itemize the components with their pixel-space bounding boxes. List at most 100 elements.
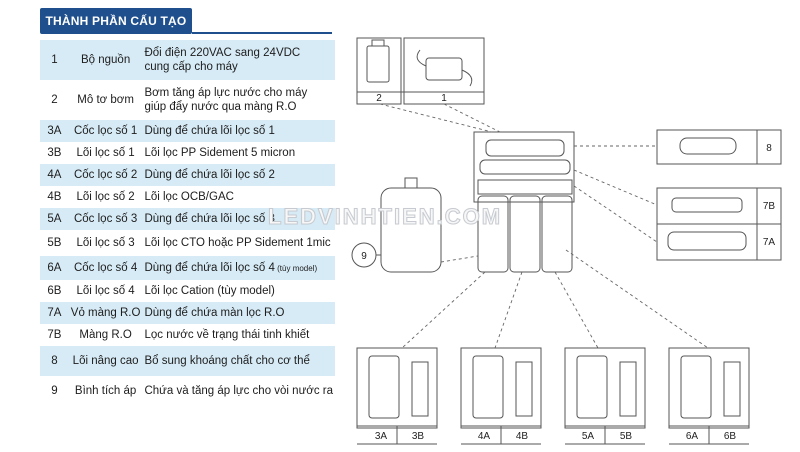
part-name: Bộ nguồn [68, 40, 143, 80]
description-line: Dùng để chứa lõi lọc số 2 [144, 169, 275, 181]
top-housing-icon [485, 139, 565, 157]
motor-top-fitting [371, 39, 385, 47]
part-description: Chứa và tăng áp lực cho vòi nước ra [142, 376, 335, 406]
part-description: Lọc nước về trạng thái tinh khiết [142, 324, 335, 346]
table-row: 6B Lõi lọc số 4 Lõi lọc Cation (tùy model) [40, 280, 335, 302]
tank-valve-icon [404, 177, 418, 189]
section-title: THÀNH PHẦN CẤU TẠO [40, 8, 192, 34]
part-description: Dùng để chứa lõi lọc số 1 [142, 120, 335, 142]
description-line: Dùng để chứa lõi lọc số 3 [144, 213, 275, 225]
label-power: 1 [441, 93, 447, 104]
description-line: Lọc nước về trạng thái tinh khiết [144, 329, 310, 341]
mid-housing-icon [479, 159, 571, 175]
label-3b: 3B [412, 431, 425, 442]
advanced-filter-icon [679, 137, 737, 155]
ro-housing-icon [667, 231, 747, 251]
pressure-tank-icon [380, 187, 442, 273]
cup-2-icon [509, 195, 541, 273]
part-number: 4B [47, 191, 62, 203]
label-4a: 4A [478, 431, 491, 442]
label-ro-housing: 7A [763, 237, 776, 248]
table-row: 2 Mô tơ bơm Bơm tăng áp lực nước cho máy gi… [40, 80, 335, 120]
description-line: Dùng để chứa lõi lọc số 1 [144, 125, 275, 137]
part-name: Lõi lọc số 2 [76, 191, 135, 203]
part-number: 6B [47, 285, 62, 297]
table-row: 3B Lõi lọc số 1 Lõi lọc PP Sidement 5 micr… [40, 142, 335, 164]
part-description: Dùng để chứa màn lọc R.O [142, 302, 335, 324]
description-line: Chứa và tăng áp lực cho vòi nước ra [144, 385, 333, 397]
advanced-filter-box [656, 129, 782, 165]
part-number: 9 [51, 385, 58, 397]
description-line: Lõi lọc PP Sidement 5 micron [144, 147, 296, 159]
part-number: 2 [51, 94, 58, 106]
description-note: (tùy model) [274, 263, 318, 273]
label-3a: 3A [375, 431, 388, 442]
part-number: 6A [40, 256, 69, 280]
cartridge-3b-icon [411, 361, 429, 417]
part-description: Bổ sung khoáng chất cho cơ thể [142, 346, 335, 376]
label-5b: 5B [620, 431, 633, 442]
description-line: cung cấp cho máy [144, 61, 238, 73]
label-tank: 9 [361, 251, 367, 262]
label-advanced-filter: 8 [766, 143, 772, 154]
cup-6a-icon [680, 355, 712, 419]
title-underline [192, 32, 332, 34]
part-number: 7B [47, 329, 62, 341]
part-name: Cốc lọc số 3 [68, 208, 143, 230]
ro-membrane-icon [671, 197, 743, 213]
description-line: Lõi lọc OCB/GAC [144, 191, 234, 203]
power-cable [416, 49, 473, 87]
part-description: Lõi lọc Cation (tùy model) [142, 280, 335, 302]
part-number: 5B [47, 237, 62, 249]
part-name: Lõi lọc số 1 [76, 147, 135, 159]
motor-icon [366, 45, 390, 83]
description-line: Dùng để chứa màn lọc R.O [144, 307, 285, 319]
part-number: 7A [40, 302, 69, 324]
part-description: Dùng để chứa lõi lọc số 2 [142, 164, 335, 186]
part-description: Bơm tăng áp lực nước cho máy giúp đẩy nướ… [142, 80, 335, 120]
watermark-text: LEDVINHTIEN.COM [267, 204, 503, 230]
cartridge-6b-icon [723, 361, 741, 417]
main-unit-frame [473, 131, 575, 203]
part-description: Lõi lọc PP Sidement 5 micron [142, 142, 335, 164]
description-line: giúp đẩy nước qua màng R.O [144, 101, 297, 113]
part-name: Lõi lọc số 3 [76, 237, 135, 249]
cartridge-5b-icon [619, 361, 637, 417]
label-4b: 4B [516, 431, 529, 442]
cup-4a-icon [472, 355, 504, 419]
cup-5a-icon [576, 355, 608, 419]
table-row: 4B Lõi lọc số 2 Lõi lọc OCB/GAC [40, 186, 335, 208]
cup-1-icon [477, 195, 509, 273]
part-name: Lõi lọc số 4 [76, 285, 135, 297]
part-description: Lõi lọc CTO hoặc PP Sidement 1mic [142, 230, 335, 256]
cartridge-4b-icon [515, 361, 533, 417]
motor-part-box [356, 37, 402, 105]
part-number: 8 [40, 346, 69, 376]
cup-3-icon [541, 195, 573, 273]
description-line: Bổ sung khoáng chất cho cơ thể [144, 355, 310, 367]
part-name: Cốc lọc số 1 [68, 120, 143, 142]
description-line: Bơm tăng áp lực nước cho máy [144, 87, 308, 99]
description-line: Dùng để chứa lõi lọc số 4 [144, 261, 275, 274]
part-name: Màng R.O [79, 329, 132, 341]
part-description: Lõi lọc OCB/GAC [142, 186, 335, 208]
label-motor: 2 [376, 93, 382, 104]
part-number: 3B [47, 147, 62, 159]
description-line: Lõi lọc Cation (tùy model) [144, 285, 275, 297]
label-6b: 6B [724, 431, 737, 442]
part-name: Lõi nâng cao [68, 346, 143, 376]
part-description: Dùng để chứa lõi lọc số 3 [142, 208, 335, 230]
leader-lines [379, 103, 709, 349]
part-number: 1 [40, 40, 69, 80]
part-name: Vỏ màng R.O [68, 302, 143, 324]
part-number: 4A [40, 164, 69, 186]
part-number: 5A [40, 208, 69, 230]
part-name: Mô tơ bơm [77, 94, 134, 106]
